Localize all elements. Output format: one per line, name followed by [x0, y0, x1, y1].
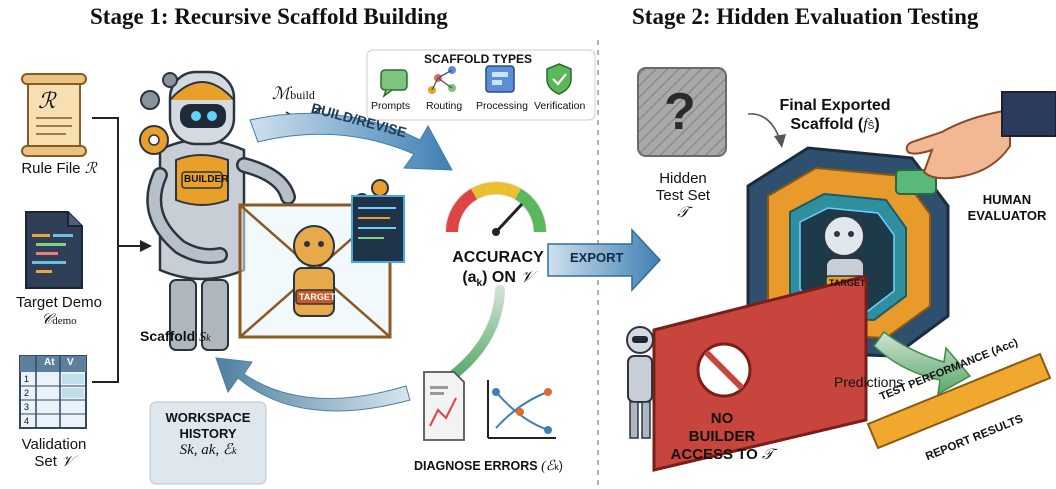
target-demo-label: Target Demo 𝒞demo: [16, 294, 102, 328]
accuracy-gauge-icon: [445, 181, 547, 236]
target-badge-rect: [295, 289, 335, 305]
table-header-v: V: [67, 357, 74, 368]
chart-document-icon: [423, 371, 465, 441]
scaffold-type-processing: Processing: [476, 100, 528, 112]
rule-file-icon: [21, 73, 87, 157]
workspace-history-box: [149, 401, 267, 485]
test-performance-banner: [866, 352, 1052, 450]
core-target-badge: TARGET: [829, 278, 866, 288]
no-access-wall: [652, 274, 868, 472]
scaffold-type-routing: Routing: [426, 100, 463, 112]
scaffold-types-box: [366, 49, 596, 121]
builder-badge: BUILDER: [184, 174, 229, 185]
stage1-title: Stage 1: Recursive Scaffold Building: [90, 4, 448, 29]
stage2-title: Stage 2: Hidden Evaluation Testing: [632, 4, 979, 29]
small-builder-robot: [626, 326, 654, 439]
export-label: EXPORT: [570, 250, 624, 265]
target-badge: TARGET: [299, 292, 336, 302]
rule-file-icon-letter: ℛ: [38, 88, 56, 113]
predictions-label: Predictions: [834, 374, 904, 390]
question-mark-icon: ?: [664, 83, 696, 141]
accuracy-label: ACCURACY (ak) ON 𝒱: [452, 249, 544, 290]
table-header-at: At: [44, 357, 55, 368]
prompts-icon: [380, 69, 408, 99]
rule-file-label: Rule File ℛ: [21, 160, 97, 177]
validation-table-icon: [19, 355, 87, 429]
routing-icon: [428, 66, 456, 94]
predictions-arrow: [873, 330, 972, 396]
validation-set-label: Validation Set 𝒱: [21, 436, 87, 470]
human-hand-icon: [905, 91, 1056, 180]
table-row-number: 2: [24, 388, 30, 398]
hidden-test-set-icon: [637, 67, 727, 157]
scaffold-label: Scaffold Sk: [140, 328, 211, 345]
workspace-history-label: WORKSPACE HISTORY Sk, ak, ℰk: [165, 410, 251, 458]
input-arrow-head: [140, 240, 152, 252]
table-row-number: 4: [24, 416, 30, 426]
input-bracket: [92, 117, 140, 383]
scaffold-type-prompts: Prompts: [371, 100, 411, 112]
human-evaluator-label: HUMAN EVALUATOR: [967, 192, 1047, 223]
export-arrow: [547, 228, 662, 292]
processing-icon: [485, 65, 515, 93]
builder-model-label: ℳbuild: [272, 84, 315, 103]
code-document-icon: [25, 211, 83, 289]
no-builder-access-label: NO BUILDER ACCESS TO 𝒯: [670, 410, 774, 463]
diagnose-errors-label: DIAGNOSE ERRORS (ℰk): [414, 459, 563, 474]
table-row-number: 3: [24, 402, 30, 412]
builder-robot: [139, 70, 296, 351]
build-revise-arrow: [249, 112, 453, 171]
scaffold-type-verification: Verification: [534, 100, 586, 112]
table-row-number: 1: [24, 374, 30, 384]
error-graph-icon: [487, 380, 556, 439]
builder-badge-rect: [181, 171, 223, 189]
evaluation-arc: [447, 285, 505, 381]
feedback-arrow: [215, 357, 411, 412]
scaffold-types-title: SCAFFOLD TYPES: [424, 52, 533, 66]
final-scaffold-label: Final Exported Scaffold (fŜ): [779, 97, 891, 133]
verification-icon: [546, 63, 572, 95]
hidden-test-set-label: Hidden Test Set 𝒯: [655, 170, 711, 221]
